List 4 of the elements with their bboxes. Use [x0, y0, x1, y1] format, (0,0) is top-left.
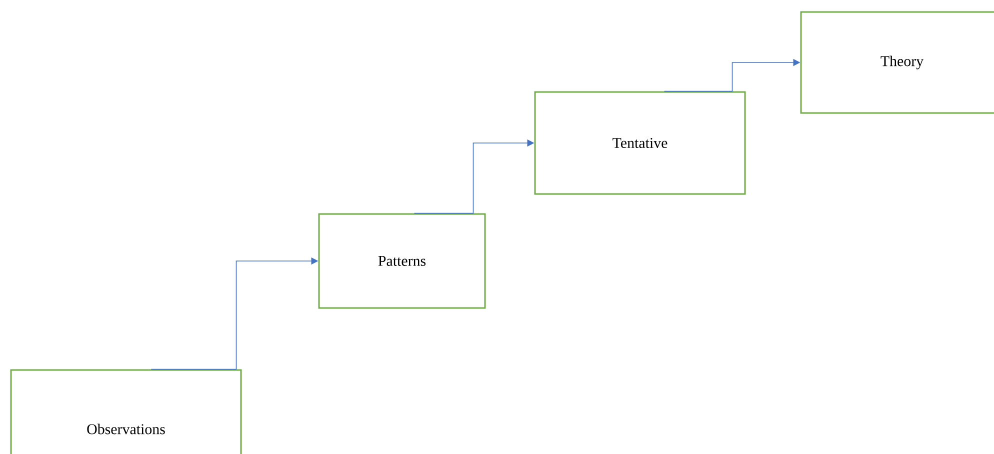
process-box: Observations	[10, 369, 242, 454]
process-box: Theory	[800, 11, 994, 114]
process-box: Patterns	[318, 213, 486, 309]
process-box: Tentative	[534, 91, 746, 195]
